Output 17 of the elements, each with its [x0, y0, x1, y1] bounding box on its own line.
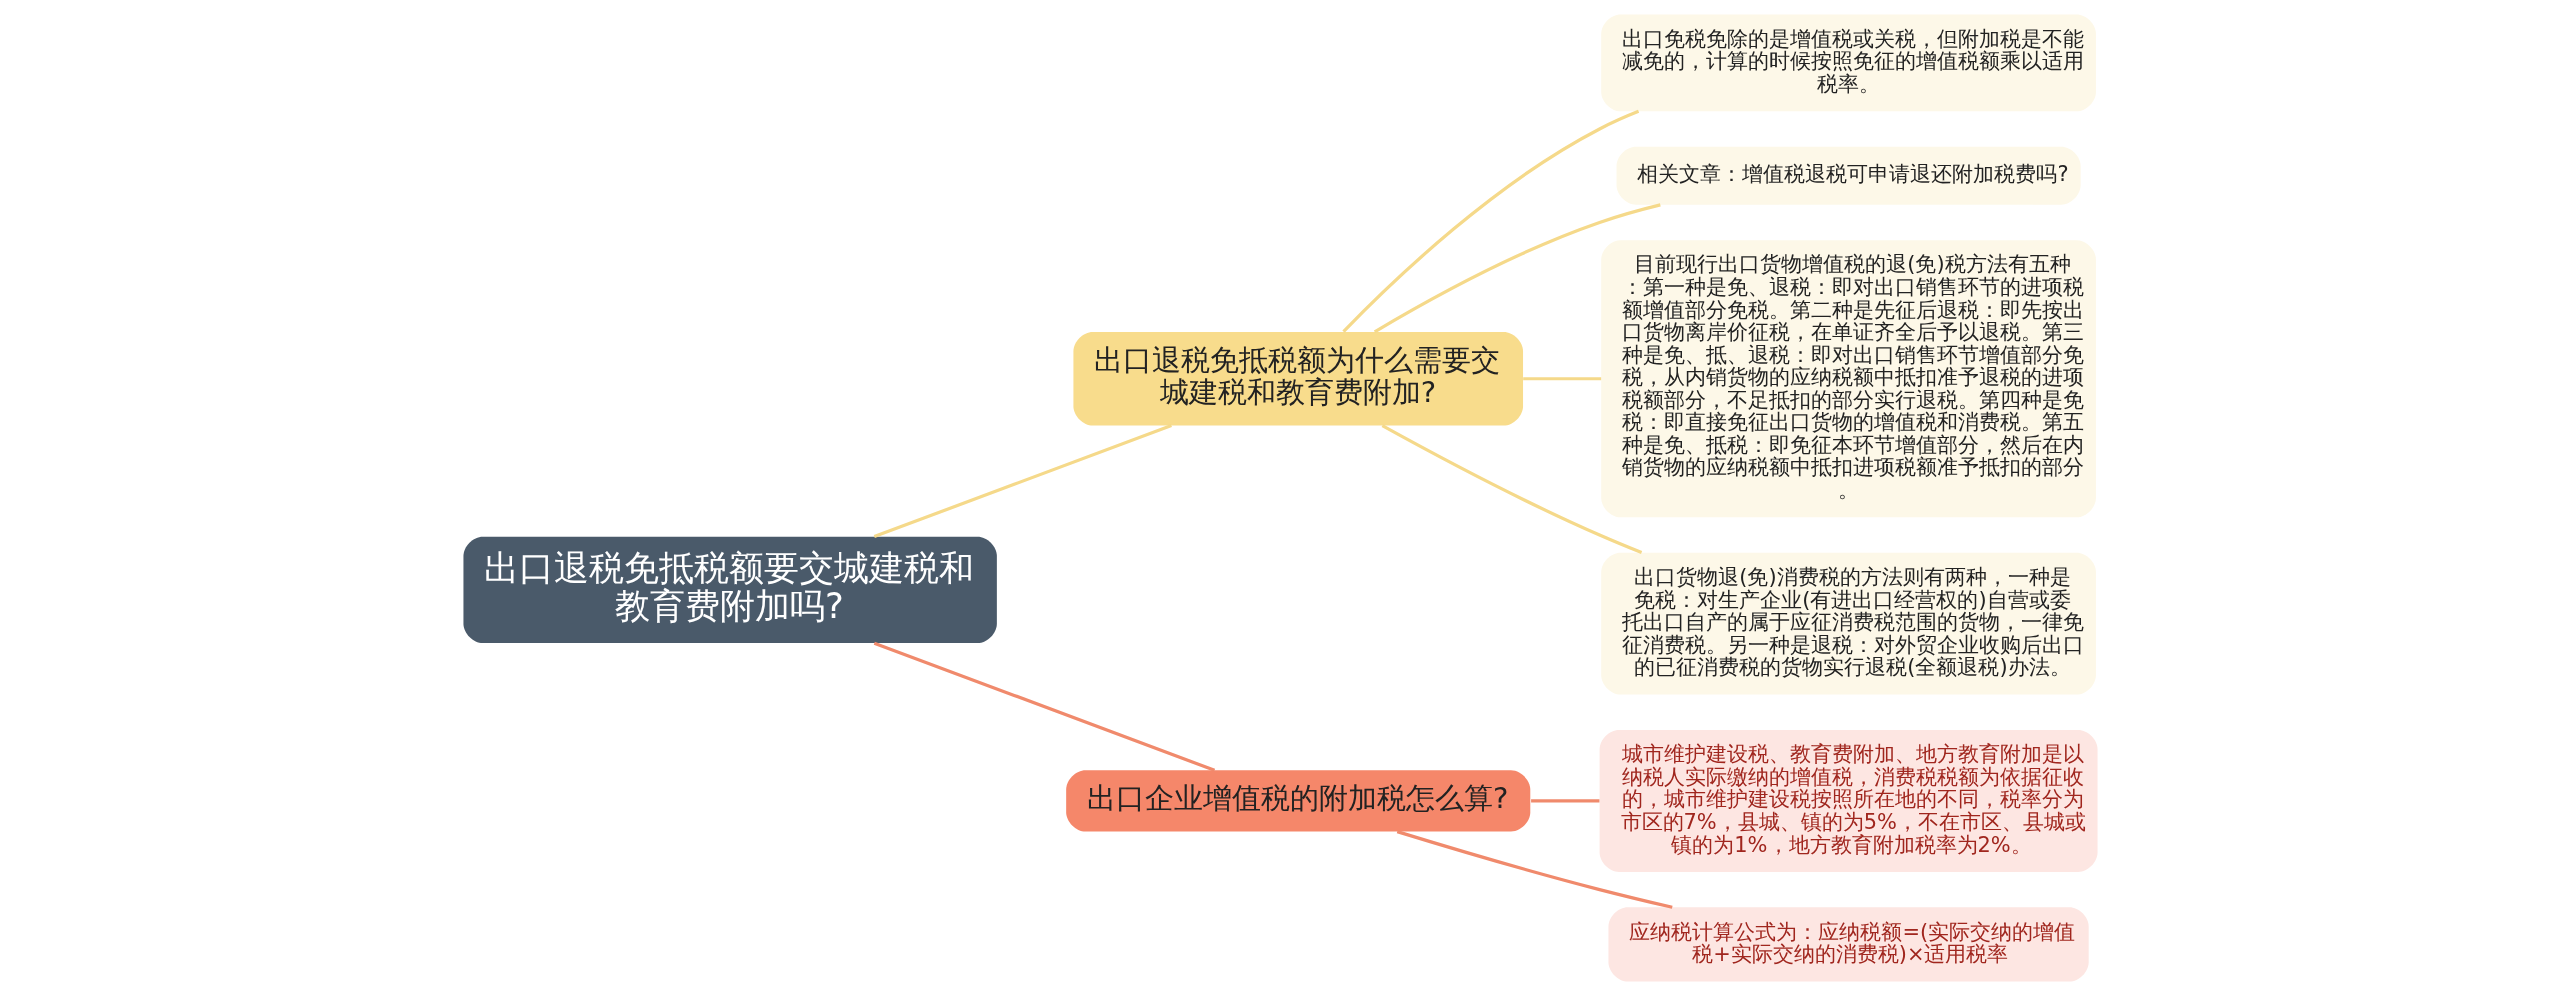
- connector: [1530, 799, 1599, 803]
- connector: [1381, 424, 1642, 555]
- node-box: 出口货物退(免)消费税的方法则有两种，一种是免税：对生产企业(有进出口经营权的)自营或委托出口自产的属于应征消费税范围的货物，一律免征消费税。另一种是退税：对外贸企业收购后出口的已征消费税的货物实行退税(全额退税)办法。: [1600, 552, 2096, 695]
- node-box: 应纳税计算公式为：应纳税额=(实际交纳的增值税+实际交纳的消费税)×适用税率: [1607, 907, 2089, 982]
- connector: [1373, 203, 1661, 334]
- connector: [1341, 109, 1639, 333]
- node-box: 相关文章：增值税退税可申请退还附加税费吗?: [1616, 146, 2081, 205]
- connector: [1396, 830, 1673, 909]
- connector: [1522, 377, 1601, 381]
- connector: [873, 641, 1215, 772]
- node-box: 出口退税免抵税额要交城建税和教育费附加吗?: [462, 536, 997, 644]
- node-box: 出口退税免抵税额为什么需要交城建税和教育费附加?: [1072, 332, 1523, 426]
- node-box: 城市维护建设税、教育费附加、地方教育附加是以纳税人实际缴纳的增值税，消费税税额为依据征收的，城市维护建设税按照所在地的不同，税率分为市区的7%，县城、镇的为5%，不在市区、县城或镇的为1%，地方教育附加税率为2%。: [1599, 730, 2098, 872]
- connector: [873, 424, 1172, 539]
- node-box: 出口企业增值税的附加税怎么算?: [1065, 770, 1530, 832]
- node-box: 目前现行出口货物增值税的退(免)税方法有五种：第一种是免、退税：即对出口销售环节的进项税额增值部分免税。第二种是先征后退税：即先按出口货物离岸价征税，在单证齐全后予以退税。第三种是免、抵、退税：即对出口销售环节增值部分免税，从内销货物的应纳税额中抵扣准予退税的进项税额部分，不足抵扣的部分实行退税。第四种是免税：即直接免征出口货物的增值税和消费税。第五种是免、抵税：即免征本环节增值部分，然后在内销货物的应纳税额中抵扣进项税额准予抵扣的部分。: [1600, 240, 2096, 518]
- node-box: 出口免税免除的是增值税或关税，但附加税是不能减免的，计算的时候按照免征的增值税额乘以适用税率。: [1600, 14, 2096, 112]
